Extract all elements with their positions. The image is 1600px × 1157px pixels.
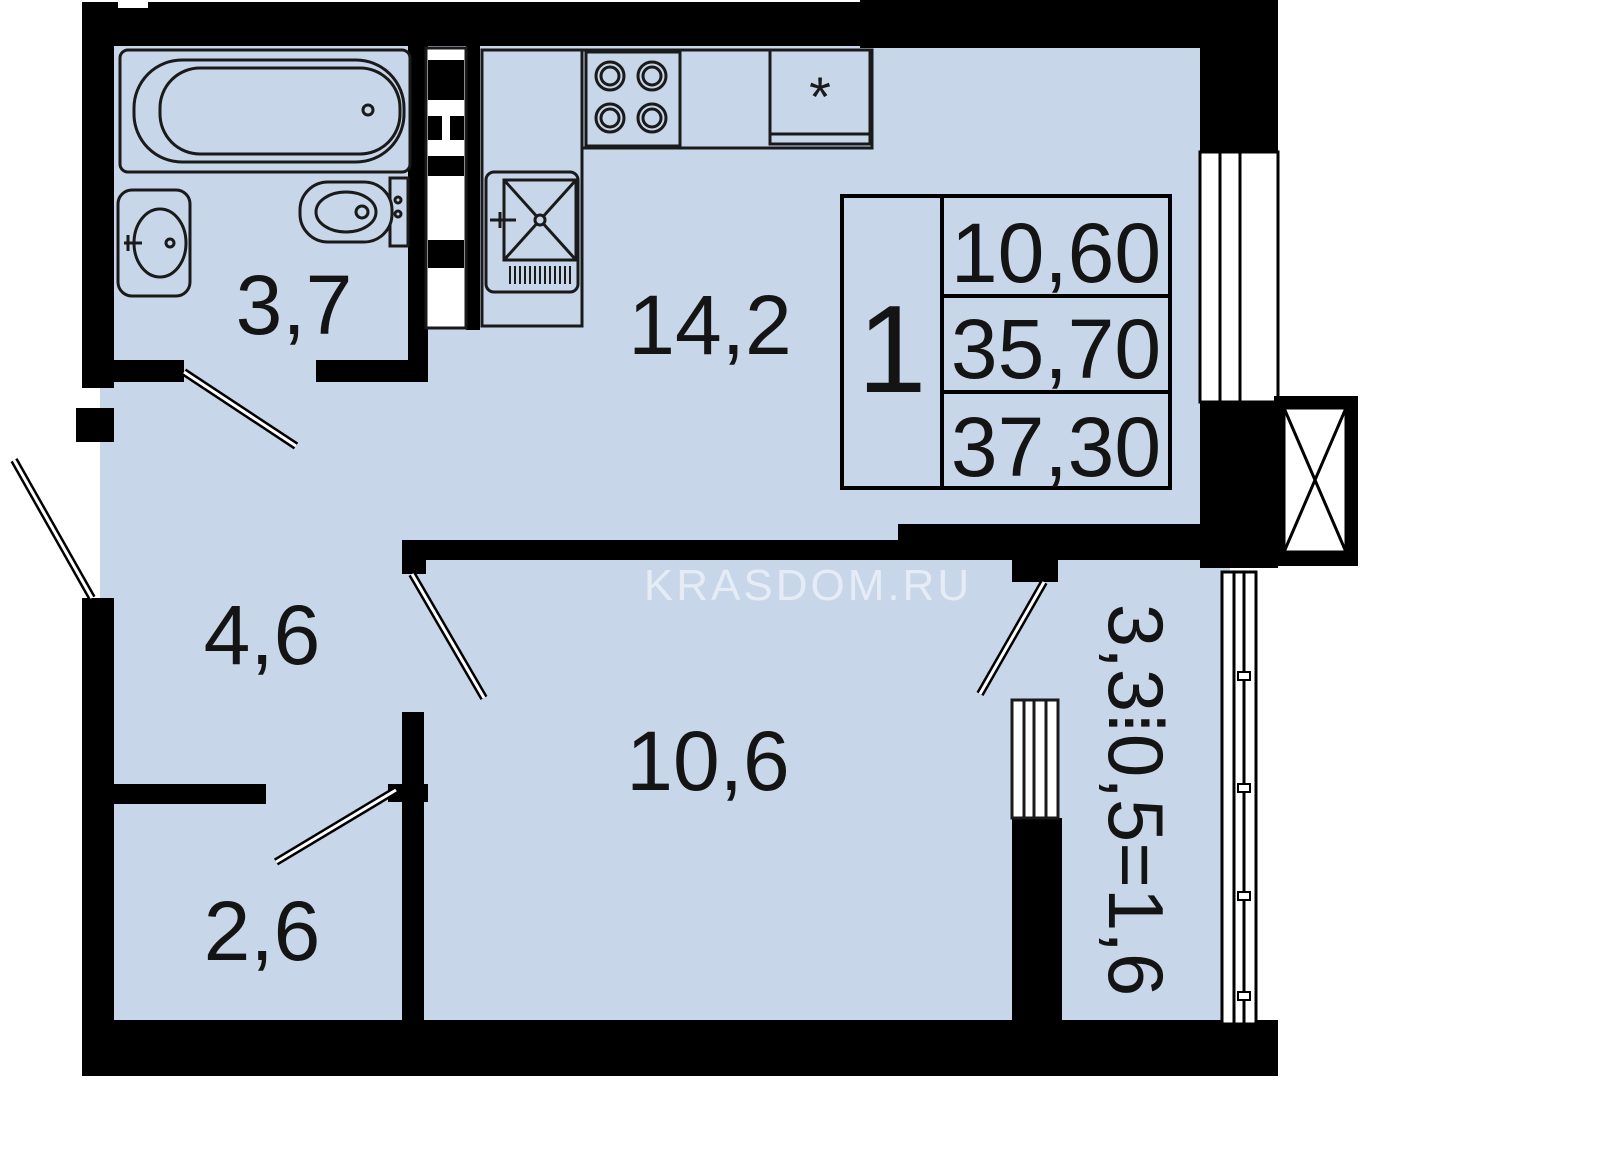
svg-text:*: * [809, 65, 831, 128]
room-area-bathroom: 3,7 [236, 258, 353, 352]
room-area-storage: 2,6 [204, 884, 321, 978]
wall-bath-right2 [466, 40, 480, 330]
walls [76, 0, 1278, 1076]
door-bathroom [181, 368, 299, 450]
room-area-kitchen: 14,2 [628, 278, 792, 372]
wall-living-left [402, 712, 424, 1024]
wall-storage-top [114, 784, 266, 804]
wall-right-upper [1200, 2, 1278, 152]
kitchen-sink-icon [484, 170, 580, 294]
window-left-bottom-top [118, 0, 148, 8]
wardrobe-icon [1010, 698, 1060, 820]
summary-table: 1 10,60 35,70 37,30 [840, 194, 1172, 494]
watermark-text: KRASDOM.RU [644, 561, 972, 610]
radiator-icon [424, 46, 468, 330]
wall-bath-bottom-b [316, 360, 428, 382]
wall-bottom [82, 1020, 1278, 1076]
refrigerator-icon: * [768, 48, 872, 146]
toilet-icon [298, 176, 410, 248]
living-area: 10,60 [951, 206, 1161, 300]
bathtub-icon [118, 48, 412, 174]
fixtures: * [116, 46, 1060, 820]
total-area-with-balcony: 37,30 [951, 400, 1161, 494]
wall-left-lower [82, 598, 114, 1052]
wall-right-mid [1200, 402, 1278, 568]
wall-left-stub [76, 408, 114, 442]
room-area-hallway: 4,6 [204, 588, 321, 682]
wall-bath-stub [408, 300, 428, 382]
room-area-living-room: 10,6 [626, 714, 790, 808]
sink-icon [116, 188, 192, 298]
balcony-rail [1220, 570, 1258, 1026]
floor-balcony [1060, 560, 1230, 1030]
stove-icon [584, 50, 682, 148]
balcony-area-label: 3,3⁞0,5=1,6 [1092, 604, 1180, 997]
door-balcony [976, 580, 1048, 696]
ventilation-shaft-icon [1274, 396, 1358, 566]
doors [10, 368, 1048, 866]
wall-living-left-stub [388, 784, 428, 802]
windows [118, 0, 1280, 404]
door-storage [273, 786, 399, 866]
summary-frame [840, 194, 1172, 490]
wall-bath-bottom-a [114, 360, 184, 382]
total-area: 35,70 [951, 302, 1161, 396]
wall-left-upper [82, 2, 114, 388]
drainboard-lines [509, 266, 571, 284]
wall-living-right [1012, 818, 1062, 1024]
window-kitchen [1198, 150, 1280, 404]
door-entrance [10, 458, 96, 600]
room-labels: 3,7 14,2 4,6 10,6 2,6 3,3⁞0,5=1,6 [204, 258, 1180, 996]
wall-living-top-stub [402, 540, 426, 574]
wall-balcony-door-stub [1012, 540, 1058, 582]
door-living-room [408, 571, 488, 701]
rooms-count: 1 [858, 281, 927, 419]
wall-bath-right [408, 40, 428, 330]
